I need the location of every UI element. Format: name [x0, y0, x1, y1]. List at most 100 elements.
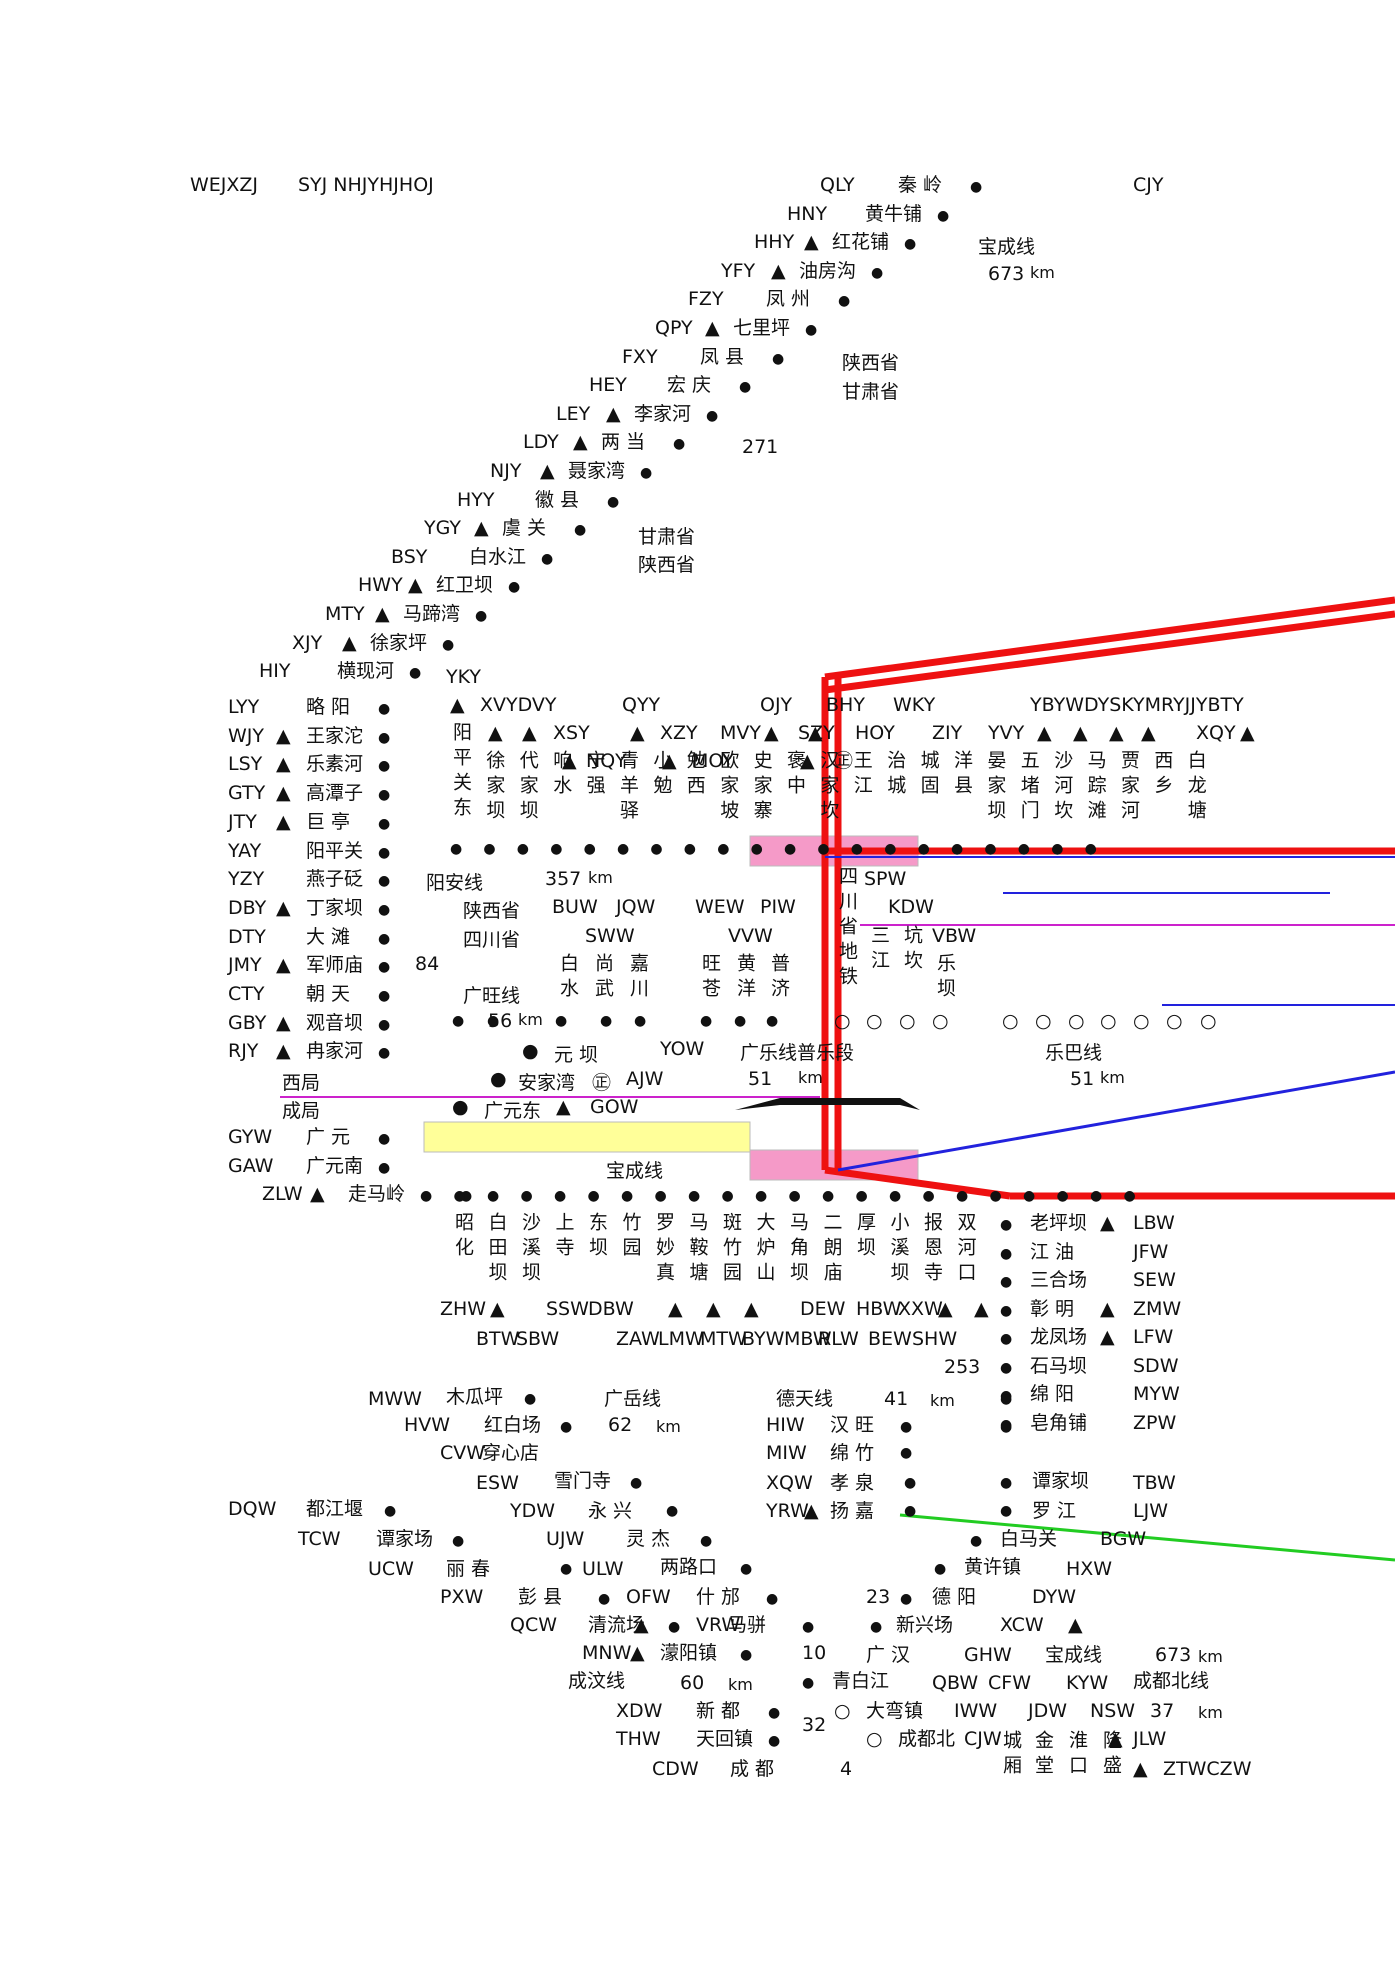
- left-station-dot: ●: [378, 959, 391, 976]
- bottom-dyw: DYW: [1032, 1586, 1076, 1608]
- right-station-dot: ●: [1000, 1359, 1013, 1376]
- bottom-dot: ●: [452, 1533, 465, 1549]
- left-station-tri: ▲: [276, 724, 291, 747]
- lower-station-name: 马鞍塘: [686, 1212, 709, 1287]
- bottom-ydw: YDW: [510, 1500, 556, 1522]
- code-piw: PIW: [760, 896, 796, 918]
- lower-code: DBW: [588, 1298, 634, 1320]
- lower-code: RLW: [818, 1328, 859, 1350]
- left-station-dot: ●: [378, 873, 391, 890]
- lower-code: HBW: [856, 1298, 902, 1320]
- bottom-ghw: GHW: [964, 1644, 1012, 1666]
- lower-code: MTW: [700, 1328, 747, 1350]
- right-station-dot: ●: [1000, 1416, 1013, 1433]
- circle-station: ○: [1100, 1010, 1117, 1032]
- top-station-code: HIY: [259, 660, 291, 683]
- lower-station-name: 上寺: [552, 1212, 575, 1262]
- bottom-chengdubei: 成都北: [898, 1728, 956, 1750]
- bottom-guanghan: 广 汉: [866, 1644, 911, 1666]
- wangcang-vertical: 旺苍: [699, 953, 721, 1003]
- yangan-dot: ●: [951, 841, 964, 857]
- guangle-line: 广乐线普乐段: [740, 1042, 855, 1064]
- yangan-tri: ▲: [562, 750, 577, 772]
- bottom-circle: ○: [834, 1700, 851, 1722]
- yangan-dot: ●: [917, 841, 930, 857]
- circle-station: ○: [1068, 1010, 1085, 1032]
- top-station-tri: ▲: [474, 517, 489, 540]
- bottom-chengwen: 成汶线: [568, 1670, 626, 1692]
- yangan-tri: ▲: [808, 722, 823, 744]
- yangan-code: BHY: [826, 694, 865, 716]
- code-spw: SPW: [864, 868, 907, 890]
- left-station-dot: ●: [378, 1131, 391, 1147]
- left-station-dot: ●: [460, 1188, 473, 1204]
- bottom-dot: ●: [668, 1619, 681, 1635]
- right-station-tri: ▲: [1100, 1297, 1115, 1320]
- code-buw: BUW: [552, 896, 598, 918]
- top-station-dot: ●: [475, 608, 488, 624]
- lower-dot: ●: [989, 1188, 1002, 1204]
- sichuan-rail-vertical: 四川省地铁: [836, 866, 858, 991]
- bottom-dot: ●: [700, 1533, 713, 1549]
- bottom-tbw: TBW: [1133, 1472, 1176, 1494]
- code-yow: YOW: [660, 1038, 705, 1060]
- top-station-dot: ●: [904, 236, 917, 253]
- yangan-tri: ▲: [662, 750, 677, 772]
- right-station-name: 皂角铺: [1030, 1411, 1088, 1434]
- top-station-dot: ●: [508, 579, 521, 596]
- yangan-dot: ●: [717, 841, 730, 857]
- left-station-name: 广元南: [306, 1154, 364, 1177]
- top-station-dot: ●: [772, 350, 785, 367]
- top-station-name: 虞 关: [502, 517, 547, 540]
- top-station-name: 聂家湾: [568, 460, 626, 482]
- left-station-code: YAY: [228, 839, 262, 862]
- dot-anjiawan: ●: [490, 1068, 507, 1090]
- bottom-mianzhu: 绵 竹: [830, 1442, 875, 1464]
- right-station-name: 老坪坝: [1030, 1212, 1088, 1234]
- bottom-chuanxin: 穿心店: [482, 1442, 540, 1464]
- bottom-km-unit: km: [1198, 1703, 1223, 1722]
- left-station-tri: ▲: [276, 954, 291, 977]
- bottom-dot: ●: [768, 1733, 781, 1749]
- bottom-dot: ●: [934, 1561, 947, 1577]
- ck-symbol: ㊣: [592, 1072, 612, 1094]
- bottom-deyang: 德 阳: [932, 1586, 977, 1608]
- yangan-station-name: 史家寨: [750, 750, 773, 825]
- yangan-dot: ●: [1084, 841, 1097, 857]
- bottom-thw: THW: [616, 1728, 661, 1750]
- left-station-name: 广 元: [306, 1126, 351, 1148]
- yangan-ck: ㊣: [834, 750, 854, 772]
- yangan-dot: ●: [984, 841, 997, 857]
- header-left-code: WEJXZJ: [190, 174, 259, 196]
- bottom-n41: 41: [884, 1388, 909, 1410]
- lower-code: LMW: [658, 1328, 704, 1350]
- bottom-dot: ●: [740, 1561, 753, 1577]
- yangan-station-name: 宁强: [583, 750, 606, 800]
- lower-dot: ●: [621, 1188, 634, 1204]
- left-station-code: LSY: [228, 753, 263, 776]
- bottom-nsw: NSW: [1090, 1700, 1136, 1722]
- bottom-xiaoquan: 孝 泉: [830, 1472, 875, 1494]
- leba-vertical: 乐坝: [934, 953, 956, 1003]
- lower-code: DEW: [800, 1298, 846, 1320]
- right-station-tri: ▲: [1100, 1326, 1115, 1348]
- bottom-n62: 62: [608, 1414, 633, 1436]
- yangan-code2: YVY: [988, 722, 1025, 744]
- circle-station: ○: [1166, 1010, 1183, 1032]
- lower-station-name: 大炉山: [753, 1212, 776, 1287]
- top-station-code: YGY: [424, 517, 461, 540]
- yellow-box: [423, 1121, 751, 1153]
- bottom-jlw: JLW: [1133, 1728, 1167, 1750]
- guangwang-dot: ●: [600, 1013, 613, 1029]
- top-station-code: XJY: [292, 631, 323, 654]
- yangan-code2: MVY: [720, 722, 761, 744]
- lower-station-name: 竹园: [619, 1212, 642, 1262]
- lower-station-name: 东坝: [586, 1212, 608, 1262]
- left-station-dot: ●: [378, 1045, 391, 1062]
- circle-station: ○: [834, 1010, 851, 1032]
- left-station-code: GYW: [228, 1126, 273, 1148]
- top-station-tri: ▲: [573, 431, 588, 454]
- top-station-code: LDY: [523, 431, 559, 454]
- bottom-maxi: 马骈: [728, 1614, 767, 1636]
